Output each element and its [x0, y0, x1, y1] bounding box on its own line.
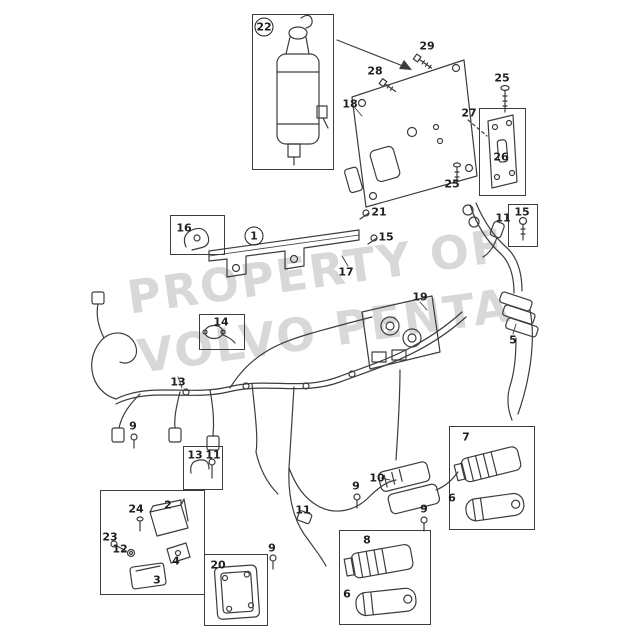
relay-group-drawing [110, 498, 191, 590]
callout-6: 6 [448, 491, 456, 505]
detail-box-15 [508, 204, 538, 247]
callout-9: 9 [129, 419, 137, 433]
detail-box-relays [100, 490, 205, 595]
callout-4: 4 [172, 554, 180, 568]
bracket-20-drawing [213, 564, 261, 620]
detail-box-26 [479, 108, 526, 196]
right-cable-cluster-drawing [462, 202, 539, 421]
screw-9-upper-drawing [353, 493, 361, 509]
harness-trunk-drawing [91, 291, 467, 469]
callout-16: 16 [176, 221, 192, 235]
callout-6: 6 [343, 587, 351, 601]
detail-box-14 [199, 314, 245, 350]
arrow-to-plate [336, 39, 412, 70]
callout-22: 22 [254, 17, 274, 37]
callout-27: 27 [461, 106, 477, 120]
callout-8: 8 [363, 533, 371, 547]
callout-11: 11 [295, 503, 311, 517]
callout-3: 3 [153, 573, 161, 587]
connector-6-bottom-drawing [355, 587, 417, 617]
callout-25: 25 [494, 71, 510, 85]
clip-16-drawing [183, 227, 210, 251]
callout-17: 17 [338, 265, 354, 279]
bolt-25-lower-drawing [452, 162, 462, 182]
callout-29: 29 [419, 39, 435, 53]
detail-box-22 [252, 14, 334, 170]
callout-26: 26 [493, 150, 509, 164]
sensor-14-drawing [202, 324, 236, 344]
screw-15-box-drawing [518, 216, 528, 241]
screw-15-drawing [367, 234, 378, 245]
connector-assembly-10-drawing [377, 461, 441, 515]
callout-10: 10 [369, 471, 385, 485]
callout-11: 11 [205, 448, 221, 462]
callout-15: 15 [514, 205, 530, 219]
detail-box-20 [204, 554, 268, 626]
callout-1: 1 [244, 226, 264, 246]
leader-27-dashed [467, 119, 488, 137]
callout-19: 19 [412, 290, 428, 304]
detail-box-7 [449, 426, 535, 530]
bolt-28-drawing [378, 78, 397, 93]
detail-box-13-11 [183, 446, 223, 490]
callout-9: 9 [352, 479, 360, 493]
callout-18: 18 [342, 97, 358, 111]
callout-15: 15 [378, 230, 394, 244]
bracket-26-drawing [487, 114, 518, 189]
callout-9: 9 [268, 541, 276, 555]
callout-13: 13 [187, 448, 203, 462]
detail-box-8 [339, 530, 431, 625]
callout-5: 5 [509, 333, 517, 347]
leader-lines [177, 107, 517, 481]
callout-24: 24 [128, 502, 144, 516]
central-unit-19-drawing [361, 295, 441, 461]
expansion-tank-drawing [276, 14, 329, 166]
callout-23: 23 [102, 530, 118, 544]
callout-7: 7 [462, 430, 470, 444]
bracket-17-drawing [208, 229, 360, 278]
callout-21: 21 [371, 205, 387, 219]
screw-21-drawing [359, 209, 370, 220]
callout-11: 11 [495, 211, 511, 225]
callout-12: 12 [112, 542, 128, 556]
callout-28: 28 [367, 64, 383, 78]
connector-7-drawing [453, 446, 522, 483]
bolt-29-drawing [412, 53, 433, 70]
callout-2: 2 [164, 498, 172, 512]
screw-9-lower-drawing [420, 516, 428, 532]
lower-harness-drawing [255, 451, 397, 570]
callout-20: 20 [210, 558, 226, 572]
callout-9: 9 [420, 502, 428, 516]
mounting-plate-drawing [344, 59, 478, 208]
detail-box-16 [170, 215, 225, 255]
connector-8-drawing [343, 544, 414, 579]
connector-6-right-drawing [465, 492, 525, 522]
plug-11-drawing [482, 220, 505, 258]
callout-13: 13 [170, 375, 186, 389]
callout-14: 14 [213, 315, 229, 329]
callout-25: 25 [444, 177, 460, 191]
clip-13-screw-11-drawing [190, 458, 216, 479]
